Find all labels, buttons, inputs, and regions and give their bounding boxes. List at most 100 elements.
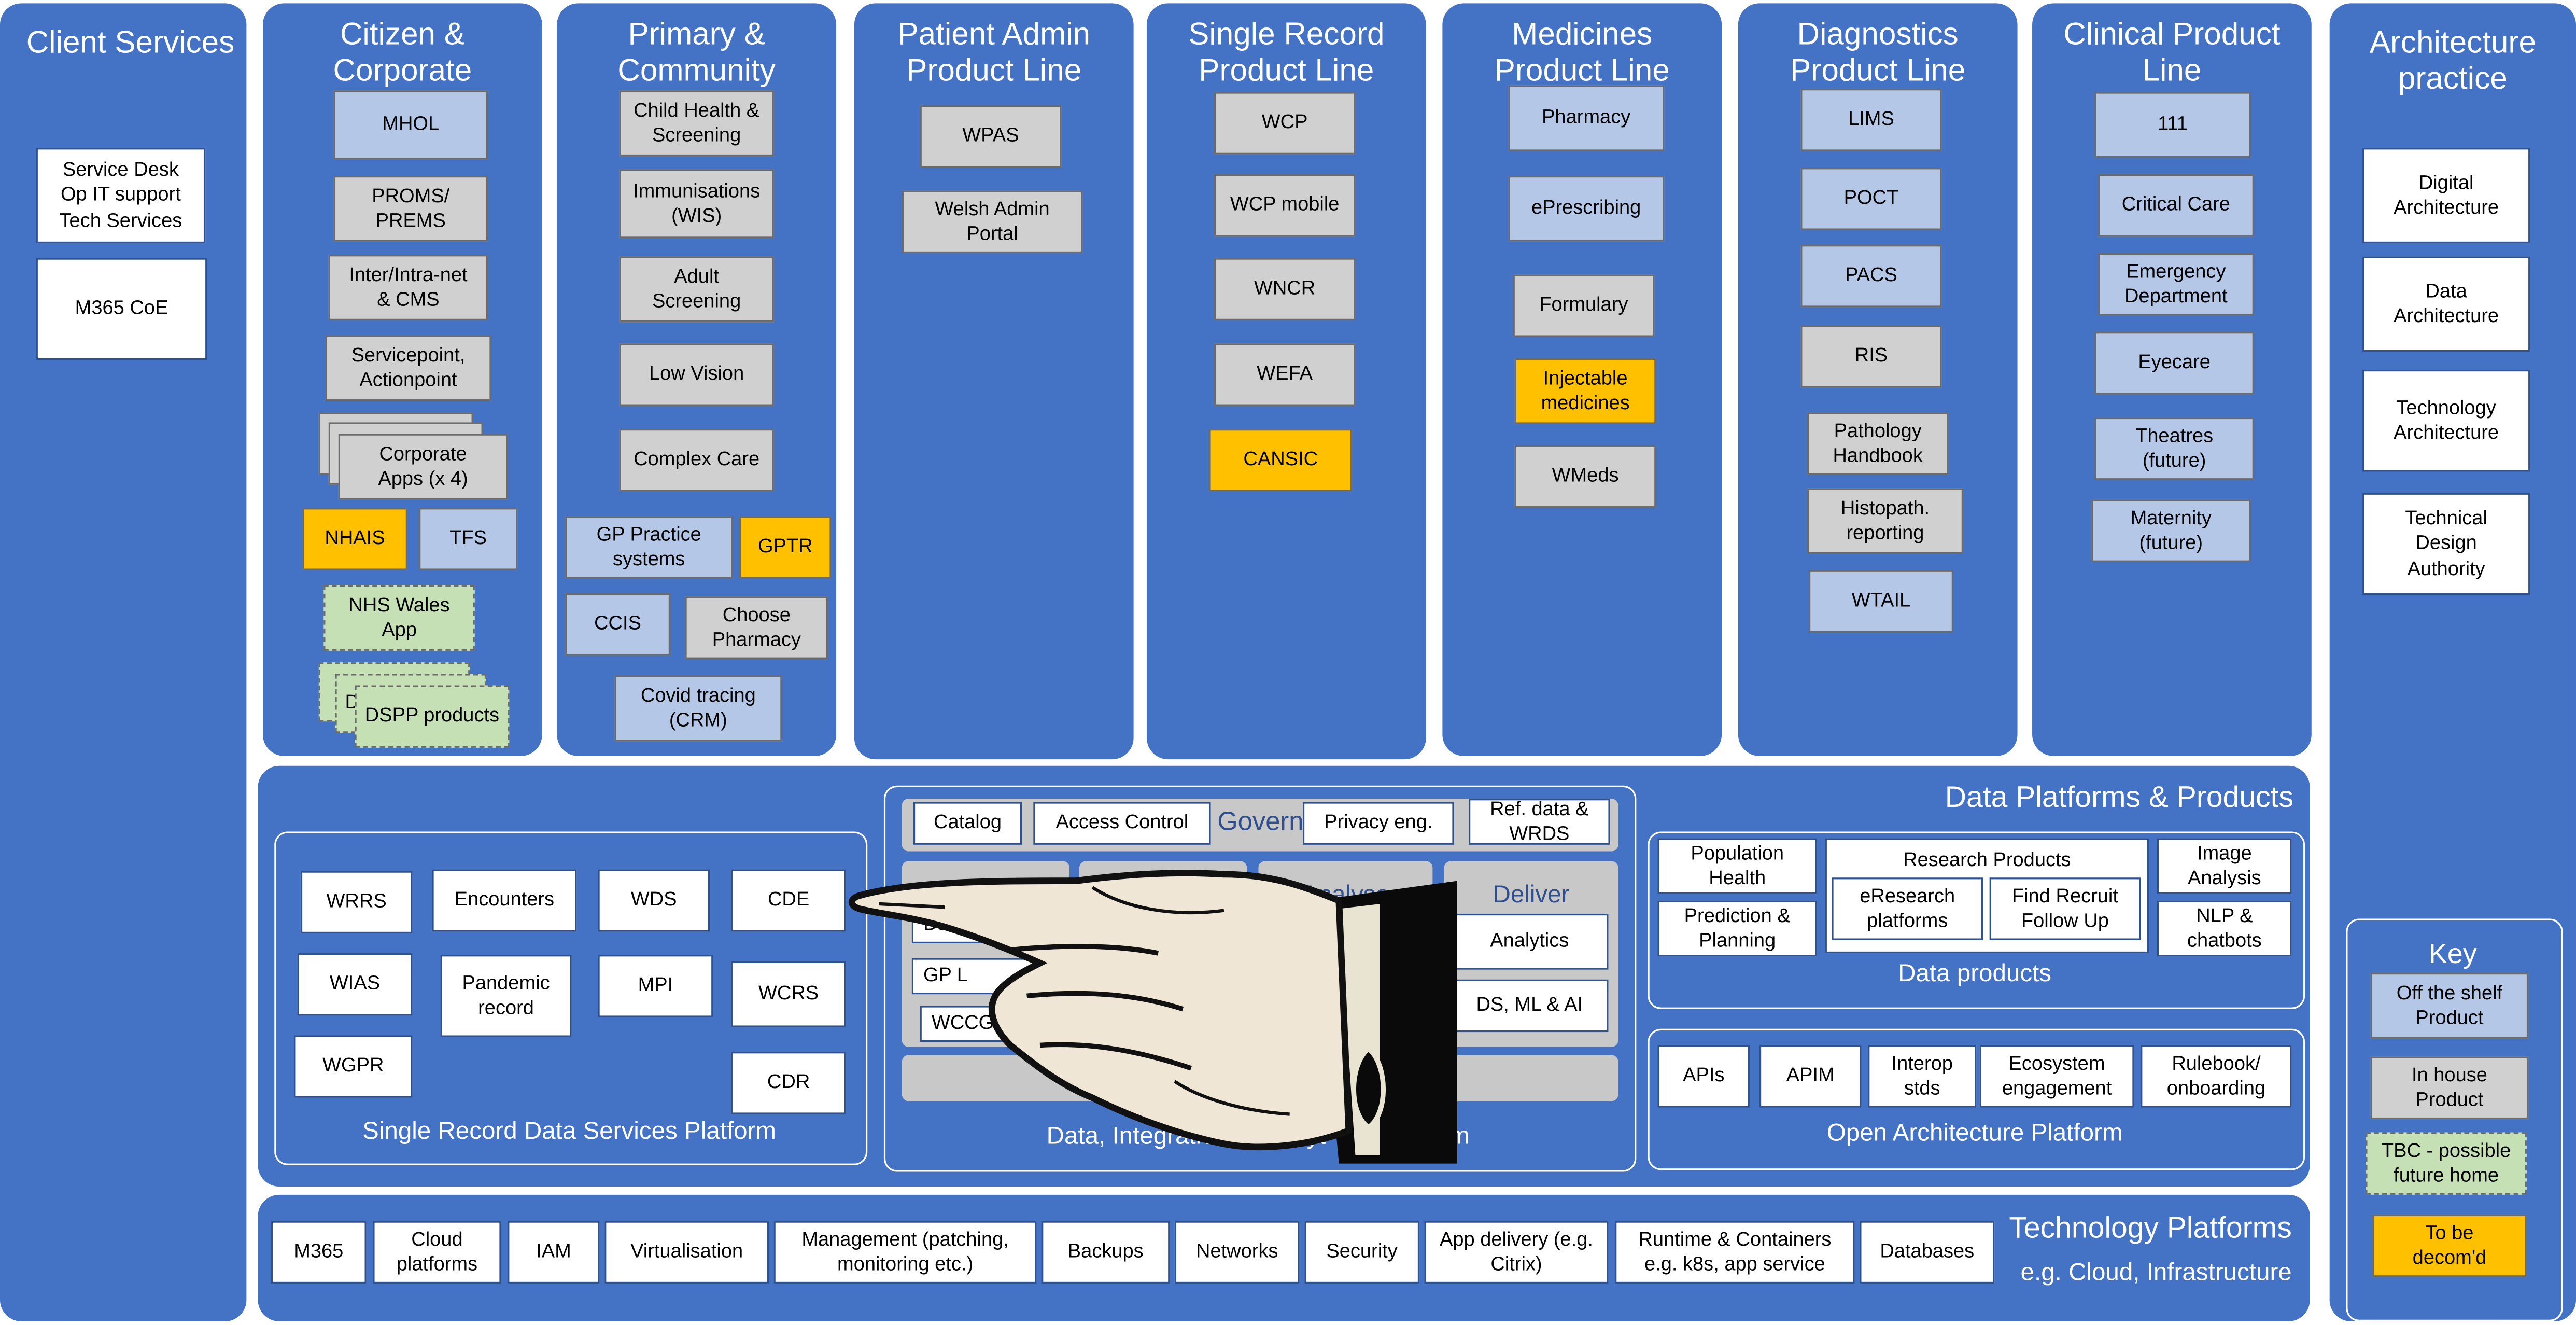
servicepoint-box: Servicepoint, Actionpoint <box>325 335 491 401</box>
cdr-box: CDR <box>731 1052 847 1114</box>
primary-community-title: Primary & Community <box>617 18 776 89</box>
wtail-box: WTAIL <box>1809 570 1953 633</box>
technical-design-authority-box: Technical Design Authority <box>2362 493 2530 595</box>
open-architecture-label: Open Architecture Platform <box>1826 1119 2123 1147</box>
citizen-corporate-panel: Citizen & Corporate MHOL PROMS/ PREMS In… <box>263 3 542 756</box>
nhs-wales-app-box: NHS Wales App <box>323 585 475 651</box>
critical-care-box: Critical Care <box>2098 174 2254 237</box>
key-to-be-decomd: To be decom'd <box>2372 1214 2527 1277</box>
primary-community-panel: Primary & Community Child Health & Scree… <box>557 3 837 756</box>
mpi-box: MPI <box>598 955 713 1017</box>
key-title: Key <box>2428 938 2477 970</box>
app-delivery-box: App delivery (e.g. Citrix) <box>1424 1221 1609 1284</box>
key-panel <box>2346 918 2563 1321</box>
theatres-box: Theatres (future) <box>2094 417 2254 480</box>
complex-care-box: Complex Care <box>619 429 774 492</box>
iam-box: IAM <box>508 1221 600 1284</box>
key-in-house: In house Product <box>2370 1056 2529 1120</box>
child-health-box: Child Health & Screening <box>619 90 774 157</box>
data-architecture-box: Data Architecture <box>2362 256 2530 352</box>
ref-data-box: Ref. data & WRDS <box>1469 796 1610 845</box>
ccis-box: CCIS <box>565 593 670 656</box>
wcrs-box: WCRS <box>731 961 847 1027</box>
deliver-label: Deliver <box>1493 881 1570 909</box>
dia-subpanel <box>883 785 1637 1172</box>
pathology-handbook-box: Pathology Handbook <box>1807 412 1949 475</box>
citizen-corporate-title: Citizen & Corporate <box>333 18 472 89</box>
gp-practice-box: GP Practice systems <box>565 516 733 579</box>
virtualisation-box: Virtualisation <box>604 1221 769 1284</box>
wias-box: WIAS <box>297 953 413 1016</box>
wncr-box: WNCR <box>1214 258 1356 320</box>
adult-screening-box: Adult Screening <box>619 256 774 323</box>
medicines-panel: Medicines Product Line Pharmacy ePrescri… <box>1442 3 1722 756</box>
eyecare-box: Eyecare <box>2094 332 2254 395</box>
single-record-title: Single Record Product Line <box>1188 18 1385 89</box>
injectable-medicines-box: Injectable medicines <box>1514 358 1656 424</box>
technology-platforms-subtitle: e.g. Cloud, Infrastructure <box>2020 1259 2292 1287</box>
pointing-hand-icon <box>848 870 1457 1164</box>
m365-box: M365 <box>271 1221 367 1284</box>
architecture-title: Architecture practice <box>2369 26 2536 97</box>
rulebook-box: Rulebook/ onboarding <box>2141 1045 2292 1108</box>
wgpr-box: WGPR <box>294 1035 413 1098</box>
wpas-box: WPAS <box>920 105 1062 168</box>
image-analysis-box: Image Analysis <box>2157 838 2292 894</box>
key-tbc: TBC - possible future home <box>2366 1132 2527 1195</box>
privacy-eng-box: Privacy eng. <box>1303 802 1454 845</box>
digital-architecture-box: Digital Architecture <box>2362 148 2530 244</box>
nhais-box: NHAIS <box>302 508 407 570</box>
diagnostics-title: Diagnostics Product Line <box>1790 18 1966 89</box>
pandemic-record-box: Pandemic record <box>440 955 572 1037</box>
pharmacy-box: Pharmacy <box>1508 85 1665 151</box>
wds-box: WDS <box>598 869 710 932</box>
apis-box: APIs <box>1657 1045 1750 1108</box>
databases-box: Databases <box>1860 1221 1995 1284</box>
research-products-label: Research Products <box>1903 848 2071 871</box>
architecture-panel: Architecture practice Digital Architectu… <box>2329 3 2576 1321</box>
wrrs-box: WRRS <box>300 871 413 933</box>
formulary-box: Formulary <box>1513 274 1655 337</box>
encounters-box: Encounters <box>432 869 577 932</box>
ris-box: RIS <box>1800 325 1942 388</box>
srds-label: Single Record Data Services Platform <box>362 1117 777 1146</box>
open-architecture-subpanel <box>1648 1028 2305 1170</box>
ecosystem-engagement-box: Ecosystem engagement <box>1979 1045 2134 1108</box>
management-box: Management (patching, monitoring etc.) <box>773 1221 1037 1284</box>
pacs-box: PACS <box>1800 245 1942 308</box>
histopath-reporting-box: Histopath. reporting <box>1807 488 1963 554</box>
poct-box: POCT <box>1800 168 1942 230</box>
eresearch-box: eResearch platforms <box>1832 877 1983 940</box>
ds-ml-ai-box: DS, ML & AI <box>1451 979 1609 1033</box>
wmeds-box: WMeds <box>1514 445 1656 508</box>
medicines-title: Medicines Product Line <box>1494 18 1670 89</box>
covid-tracing-box: Covid tracing (CRM) <box>614 675 782 742</box>
apim-box: APIM <box>1759 1045 1862 1108</box>
intranet-box: Inter/Intra-net & CMS <box>328 255 488 320</box>
m365-coe-box: M365 CoE <box>36 258 207 360</box>
population-health-box: Population Health <box>1657 838 1817 894</box>
cansic-box: CANSIC <box>1209 429 1353 492</box>
wefa-box: WEFA <box>1214 343 1356 406</box>
data-products-subpanel <box>1648 831 2305 1009</box>
backups-box: Backups <box>1041 1221 1170 1284</box>
analytics-box: Analytics <box>1451 913 1609 970</box>
clinical-panel: Clinical Product Line 111 Critical Care … <box>2032 3 2312 756</box>
proms-box: PROMS/ PREMS <box>333 176 488 242</box>
govern-label: Govern <box>1217 808 1304 837</box>
gptr-box: GPTR <box>739 516 832 579</box>
patient-admin-title: Patient Admin Product Line <box>897 18 1091 89</box>
low-vision-box: Low Vision <box>619 343 774 406</box>
choose-pharmacy-box: Choose Pharmacy <box>685 596 828 659</box>
111-box: 111 <box>2094 92 2251 158</box>
key-off-the-shelf: Off the shelf Product <box>2370 973 2529 1039</box>
cde-box: CDE <box>731 869 847 932</box>
cloud-platforms-box: Cloud platforms <box>373 1221 501 1284</box>
clinical-title: Clinical Product Line <box>2063 18 2281 89</box>
interop-stds-box: Interop stds <box>1868 1045 1977 1108</box>
immunisations-box: Immunisations (WIS) <box>619 169 774 239</box>
welsh-admin-portal-box: Welsh Admin Portal <box>902 190 1083 254</box>
client-services-panel: Client Services Service Desk Op IT suppo… <box>0 3 247 1321</box>
dspp-products-box: DSPP products <box>355 685 510 748</box>
srds-subpanel <box>274 831 868 1165</box>
